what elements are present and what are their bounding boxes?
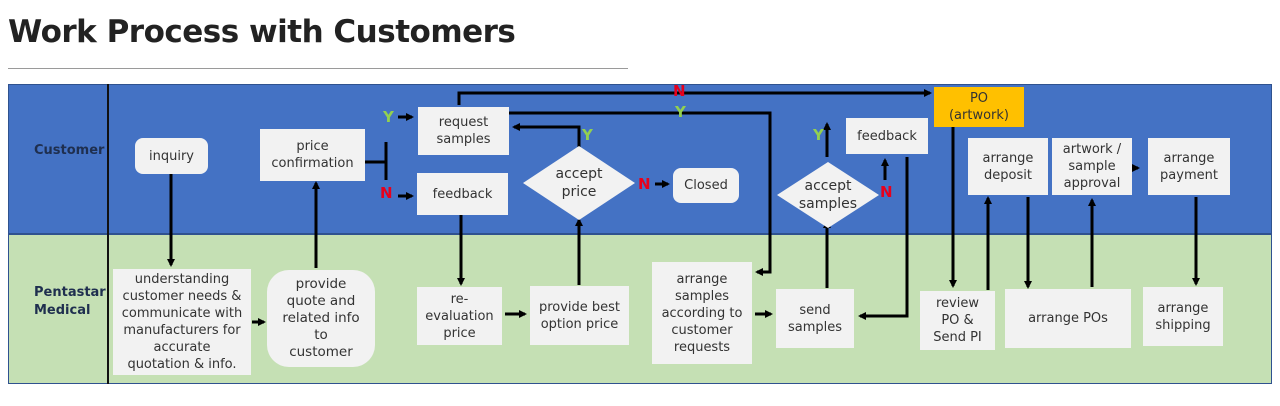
node-po-artwork: PO (artwork) (934, 87, 1024, 127)
node-arrange-samples: arrange samples according to customer re… (652, 262, 752, 364)
node-request-samples: request samples (418, 107, 509, 155)
decision-accept-samples: accept samples (777, 162, 879, 228)
node-send-samples: send samples (776, 289, 854, 348)
label-no: N (380, 184, 393, 202)
title-divider (8, 68, 628, 69)
node-provide-quote: provide quote and related info to custom… (267, 270, 375, 367)
arrow-accept-price-y-to-request-samples (512, 123, 581, 147)
label-yes: Y (813, 126, 824, 144)
arrow-feedback-to-send-samples (858, 157, 909, 320)
decision-accept-price: accept price (523, 146, 635, 220)
lane-label-customer: Customer (34, 143, 105, 158)
node-re-evaluation-price: re- evaluation price (417, 287, 502, 345)
lane-separator (107, 84, 109, 384)
node-review-po: review PO & Send PI (920, 291, 995, 350)
diamond-shape (777, 162, 879, 228)
arrow-request-samples-y-to-arrange-samples (509, 111, 772, 276)
node-inquiry: inquiry (135, 138, 208, 174)
node-understanding-needs: understanding customer needs & communica… (113, 269, 251, 375)
node-arrange-shipping: arrange shipping (1143, 287, 1223, 346)
node-closed: Closed (673, 168, 739, 203)
label-no: N (673, 82, 686, 100)
node-feedback-samples: feedback (846, 118, 928, 154)
decision-accept-samples-label: accept samples (798, 178, 858, 212)
diamond-shape (523, 146, 635, 220)
node-provide-best-price: provide best option price (530, 286, 629, 345)
price-confirmation-branch (364, 142, 388, 180)
node-price-confirmation: price confirmation (260, 129, 365, 181)
decision-accept-price-label: accept price (555, 166, 603, 200)
label-yes: Y (582, 126, 593, 144)
page-title: Work Process with Customers (8, 14, 516, 50)
label-no: N (638, 175, 651, 193)
node-arrange-payment: arrange payment (1148, 138, 1230, 195)
label-yes: Y (675, 103, 686, 121)
arrow-request-samples-n-to-po (457, 89, 932, 105)
label-no: N (880, 183, 893, 201)
lane-label-pentastar: Pentastar Medical (34, 285, 106, 318)
node-artwork-approval: artwork / sample approval (1052, 138, 1132, 195)
node-arrange-deposit: arrange deposit (968, 138, 1048, 195)
node-feedback-price: feedback (417, 173, 508, 215)
node-arrange-pos: arrange POs (1005, 289, 1131, 348)
label-yes: Y (383, 108, 394, 126)
